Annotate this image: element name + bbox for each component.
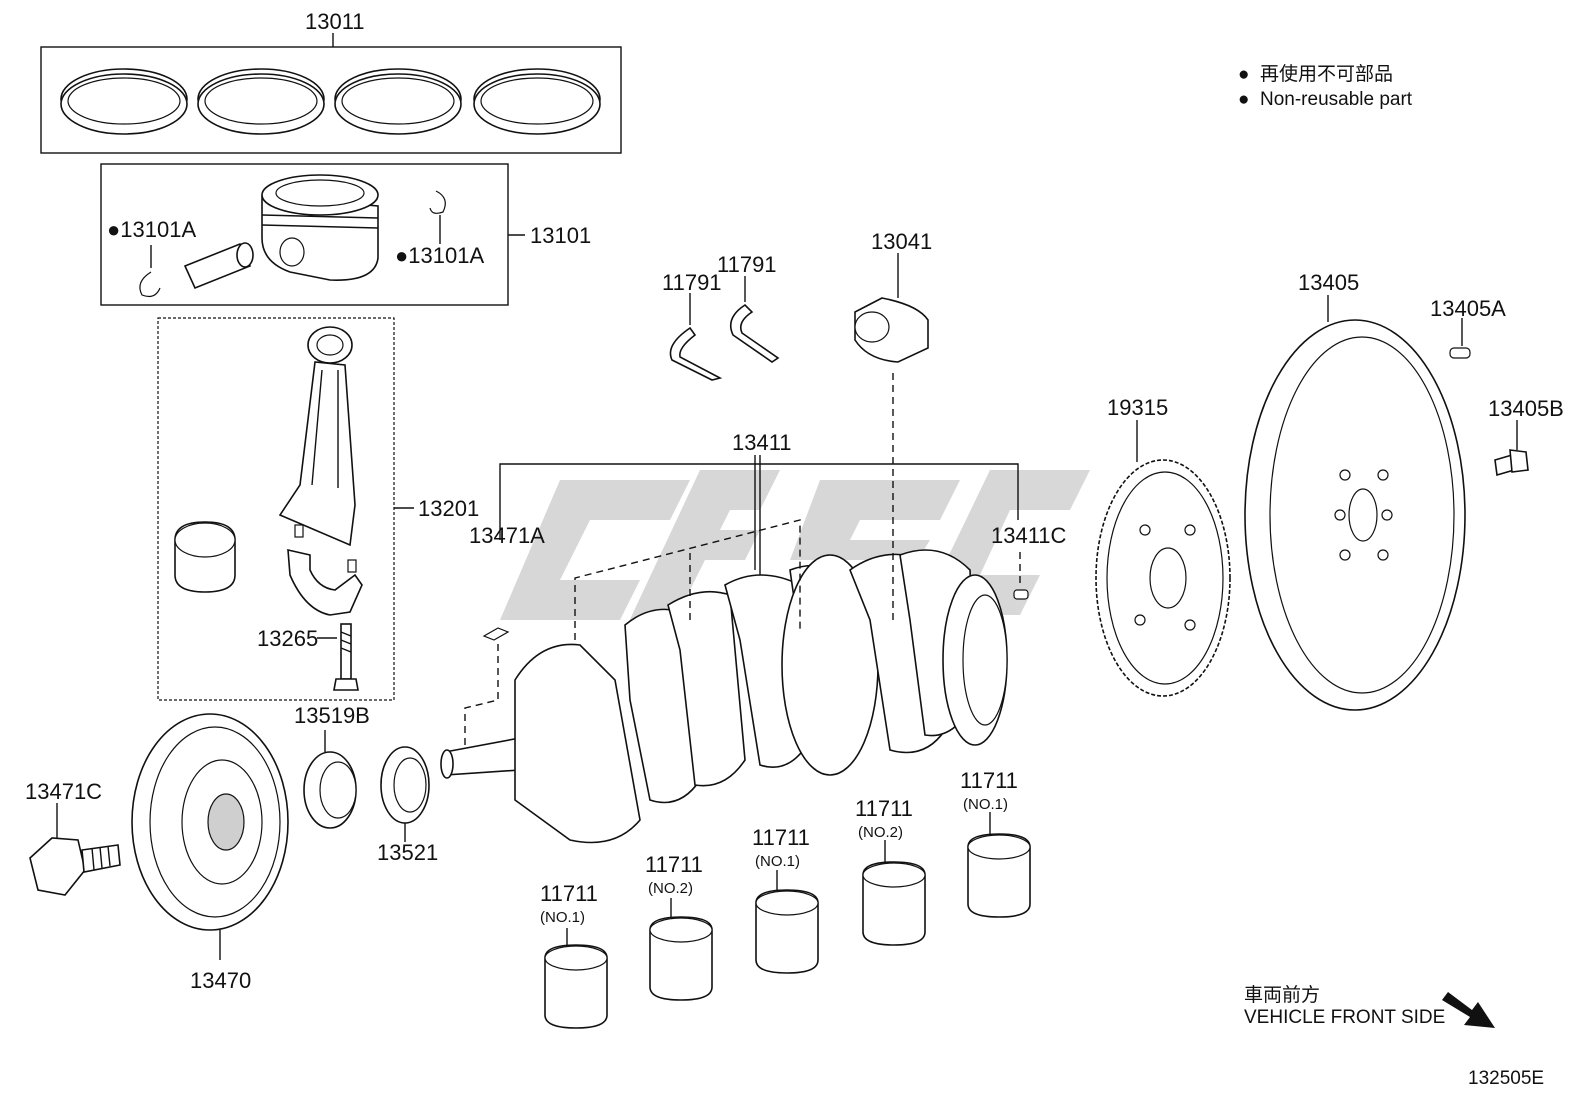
label-13470[interactable]: 13470 [190, 968, 251, 993]
thrust-washer-left[interactable] [669, 293, 723, 381]
label-11711-bearing-1[interactable]: 11711 [540, 881, 598, 906]
rod-bolt [333, 623, 359, 691]
label-11711-bearing-5[interactable]: 11711 [960, 768, 1018, 793]
label-11791-left[interactable]: 11791 [662, 270, 722, 295]
label-11711-bearing-1-sub: (NO.1) [540, 909, 585, 926]
label-19315[interactable]: 19315 [1107, 395, 1168, 420]
piston-pin [183, 242, 254, 290]
label-13405[interactable]: 13405 [1298, 270, 1359, 295]
vehicle-front-jp: 車両前方 [1244, 984, 1320, 1006]
crank-position-sensor-plate[interactable] [1095, 420, 1231, 697]
legend-bullet: ● [1238, 64, 1249, 85]
piston-ring [197, 68, 325, 135]
pulley-bolt[interactable] [29, 803, 121, 896]
rod-bearing [174, 521, 236, 593]
snap-ring-left [139, 271, 161, 298]
thrust-washer-right[interactable] [729, 276, 780, 363]
label-13411[interactable]: 13411 [732, 430, 792, 455]
legend-bullet: ● [1238, 89, 1249, 110]
crankshaft-pulley[interactable] [131, 713, 289, 960]
label-13041[interactable]: 13041 [871, 229, 932, 254]
crank-sprocket[interactable] [380, 746, 430, 842]
label-13405B[interactable]: 13405B [1488, 396, 1564, 421]
main-bearing-5[interactable] [967, 812, 1031, 918]
label-13265[interactable]: 13265 [257, 626, 318, 651]
label-13411C[interactable]: 13411C [991, 523, 1067, 548]
label-13521[interactable]: 13521 [377, 840, 438, 865]
label-11791-right[interactable]: 11791 [717, 252, 777, 277]
label-13101A-left[interactable]: ●13101A [107, 217, 196, 242]
label-11711-bearing-2-sub: (NO.2) [648, 880, 693, 897]
snap-ring-right [429, 190, 446, 214]
label-13011[interactable]: 13011 [305, 9, 365, 34]
crankshaft-pin[interactable] [1013, 552, 1029, 600]
legend-text-en: Non-reusable part [1260, 89, 1413, 110]
label-13405A[interactable]: 13405A [1430, 296, 1506, 321]
label-13101A-right[interactable]: ●13101A [395, 243, 484, 268]
diagram-id: 132505E [1468, 1068, 1544, 1089]
label-11711-bearing-3-sub: (NO.1) [755, 853, 800, 870]
connecting-rod-assembly[interactable] [157, 317, 414, 701]
flywheel-dowel[interactable] [1449, 318, 1471, 359]
piston-assembly[interactable] [100, 163, 525, 306]
crankshaft-key[interactable] [482, 627, 510, 641]
crank-timing-gear[interactable] [303, 730, 357, 829]
main-bearing-1[interactable] [544, 928, 608, 1029]
label-13101[interactable]: 13101 [530, 223, 591, 248]
legend: ● 再使用不可部品 ● Non-reusable part [1238, 63, 1413, 110]
vehicle-front-indicator: 車両前方 VEHICLE FRONT SIDE [1244, 984, 1495, 1028]
label-13471A[interactable]: 13471A [469, 523, 545, 548]
piston-ring [334, 68, 462, 135]
label-11711-bearing-3[interactable]: 11711 [752, 825, 810, 850]
arrow-icon [1442, 992, 1495, 1028]
piston-ring [60, 68, 188, 135]
main-bearing-4[interactable] [862, 840, 926, 946]
label-11711-bearing-4-sub: (NO.2) [858, 824, 903, 841]
bushing[interactable] [854, 253, 929, 363]
legend-text-jp: 再使用不可部品 [1260, 63, 1393, 85]
label-13201[interactable]: 13201 [418, 496, 479, 521]
piston [261, 174, 379, 281]
main-bearing-2[interactable] [649, 898, 713, 1001]
main-bearing-3[interactable] [755, 870, 819, 974]
flywheel[interactable] [1244, 295, 1466, 711]
flywheel-bolt[interactable] [1494, 420, 1529, 477]
piston-ring [473, 68, 601, 135]
label-11711-bearing-4[interactable]: 11711 [855, 796, 913, 821]
piston-ring-set[interactable] [40, 33, 622, 154]
label-13471C[interactable]: 13471C [25, 779, 102, 804]
label-13519B[interactable]: 13519B [294, 703, 370, 728]
label-11711-bearing-5-sub: (NO.1) [963, 796, 1008, 813]
label-11711-bearing-2[interactable]: 11711 [645, 852, 703, 877]
connecting-rod [278, 326, 363, 616]
vehicle-front-en: VEHICLE FRONT SIDE [1244, 1007, 1445, 1028]
crankshaft[interactable] [440, 368, 1019, 844]
